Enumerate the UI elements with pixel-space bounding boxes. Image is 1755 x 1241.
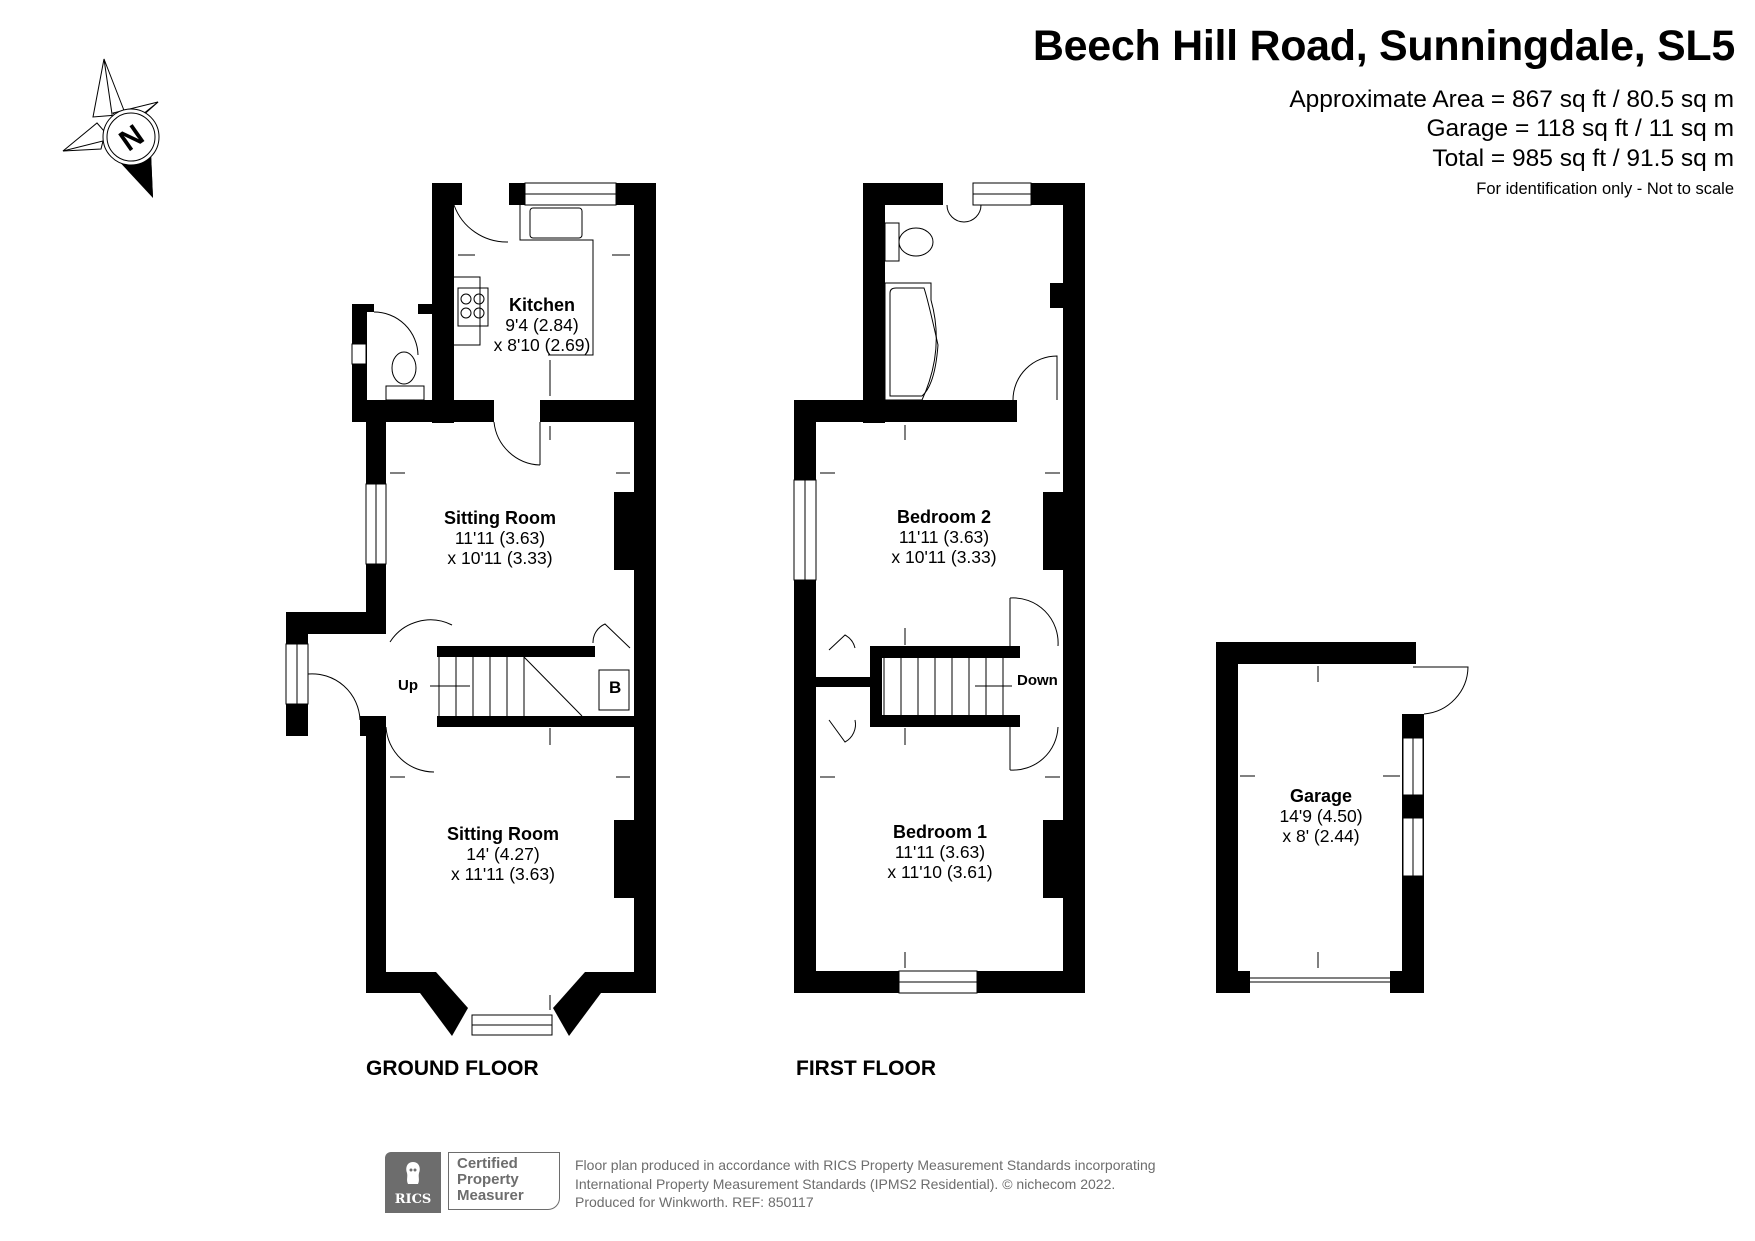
floor-plan-drawing [285, 182, 1469, 1036]
first-floor-windows [793, 182, 1032, 994]
first-floor-walls [794, 183, 1085, 993]
room-kitchen: Kitchen 9'4 (2.84) x 8'10 (2.69) [493, 295, 591, 355]
room-bedroom-2: Bedroom 2 11'11 (3.63) x 10'11 (3.33) [891, 507, 997, 567]
ground-floor-label: GROUND FLOOR [366, 1057, 539, 1080]
rics-logo: RICS [385, 1152, 441, 1213]
first-floor-fixtures [820, 204, 1060, 968]
stairs-down-label: Down [1017, 672, 1058, 689]
bay-window [420, 972, 601, 1036]
room-bedroom-1: Bedroom 1 11'11 (3.63) x 11'10 (3.61) [887, 822, 993, 882]
first-floor-label: FIRST FLOOR [796, 1057, 936, 1080]
garage-windows [1250, 737, 1424, 983]
property-title: Beech Hill Road, Sunningdale, SL5 [1032, 22, 1735, 70]
ground-floor-fixtures [307, 204, 631, 1010]
stairs-up-label: Up [398, 677, 418, 694]
rics-lion-icon [406, 1162, 420, 1184]
boiler-label: B [609, 678, 622, 697]
north-arrow-compass-icon: N [62, 58, 160, 198]
approximate-area: Approximate Area = 867 sq ft / 80.5 sq m [1289, 86, 1734, 113]
footer-disclaimer: Floor plan produced in accordance with R… [575, 1157, 1156, 1210]
certified-property-measurer-badge: Certified Property Measurer [448, 1152, 560, 1210]
room-sitting-room-1: Sitting Room 11'11 (3.63) x 10'11 (3.33) [444, 508, 556, 568]
scale-disclaimer: For identification only - Not to scale [1476, 180, 1734, 198]
ground-floor-walls [286, 183, 656, 993]
total-area: Total = 985 sq ft / 91.5 sq m [1432, 145, 1734, 172]
room-sitting-room-2: Sitting Room 14' (4.27) x 11'11 (3.63) [447, 824, 559, 884]
garage-area: Garage = 118 sq ft / 11 sq m [1426, 115, 1734, 142]
room-garage: Garage 14'9 (4.50) x 8' (2.44) [1279, 786, 1363, 846]
ground-floor-windows [285, 182, 617, 1036]
